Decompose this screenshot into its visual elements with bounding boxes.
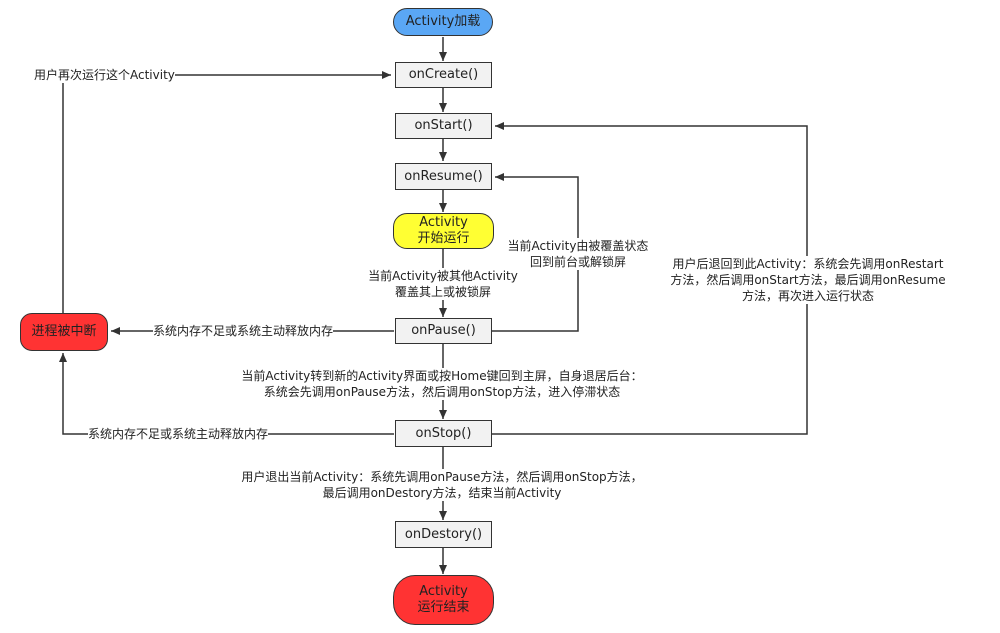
activity-end-line1: Activity (419, 584, 468, 599)
covered-line1: 当前Activity被其他Activity (368, 269, 518, 283)
exit-line2: 最后调用onDestory方法，结束当前Activity (322, 486, 562, 500)
activity-end-node: Activity 运行结束 (393, 575, 494, 625)
low-memory-stop-text: 系统内存不足或系统主动释放内存 (88, 427, 269, 441)
onstop-text: onStop() (415, 425, 472, 441)
exit-line1: 用户退出当前Activity：系统先调用onPause方法，然后调用onStop… (241, 470, 643, 484)
onpause-text: onPause() (411, 323, 476, 338)
covered-line2: 覆盖其上或被锁屏 (394, 285, 491, 299)
activity-running-line2: 开始运行 (417, 231, 470, 246)
low-memory-pause-text: 系统内存不足或系统主动释放内存 (153, 324, 334, 338)
restart-line2: 方法，然后调用onStart方法，最后调用onResume (670, 273, 946, 287)
restart-label: 用户后退回到此Activity：系统会先调用onRestart 方法，然后调用o… (656, 256, 960, 304)
restart-line1: 用户后退回到此Activity：系统会先调用onRestart (672, 257, 944, 271)
onresume-node: onResume() (395, 163, 492, 190)
oncreate-text: onCreate() (408, 67, 479, 82)
arrow-killed-to-create (62, 71, 391, 313)
onstart-text: onStart() (414, 118, 473, 133)
activity-load-text: Activity加载 (405, 14, 481, 29)
onpause-node: onPause() (395, 318, 492, 344)
onstop-node: onStop() (395, 420, 492, 447)
covered-label: 当前Activity被其他Activity 覆盖其上或被锁屏 (363, 268, 523, 300)
to-background-line2: 系统会先调用onPause方法，然后调用onStop方法，进入停滞状态 (263, 385, 621, 399)
process-killed-text: 进程被中断 (31, 324, 97, 339)
rerun-label: 用户再次运行这个Activity (34, 67, 175, 83)
to-background-label: 当前Activity转到新的Activity界面或按Home键回到主屏，自身退居… (226, 368, 658, 400)
activity-load-node: Activity加载 (393, 8, 493, 36)
low-memory-pause-label: 系统内存不足或系统主动释放内存 (153, 323, 334, 339)
ondestory-text: onDestory() (404, 526, 483, 542)
activity-running-node: Activity 开始运行 (393, 213, 494, 249)
uncovered-label: 当前Activity由被覆盖状态 回到前台或解锁屏 (500, 238, 656, 270)
to-background-line1: 当前Activity转到新的Activity界面或按Home键回到主屏，自身退居… (241, 369, 643, 383)
ondestory-node: onDestory() (395, 521, 492, 548)
oncreate-node: onCreate() (395, 62, 492, 88)
arrow-stop-to-killed (59, 353, 394, 435)
low-memory-stop-label: 系统内存不足或系统主动释放内存 (88, 426, 269, 442)
uncovered-line1: 当前Activity由被覆盖状态 (507, 239, 649, 253)
exit-label: 用户退出当前Activity：系统先调用onPause方法，然后调用onStop… (224, 469, 660, 501)
uncovered-line2: 回到前台或解锁屏 (529, 255, 626, 269)
rerun-label-text: 用户再次运行这个Activity (34, 68, 175, 82)
activity-running-line1: Activity (419, 215, 468, 230)
process-killed-node: 进程被中断 (20, 313, 108, 351)
restart-line3: 方法，再次进入运行状态 (741, 289, 874, 303)
onresume-text: onResume() (404, 168, 483, 184)
onstart-node: onStart() (395, 113, 492, 139)
activity-end-line2: 运行结束 (417, 600, 470, 615)
